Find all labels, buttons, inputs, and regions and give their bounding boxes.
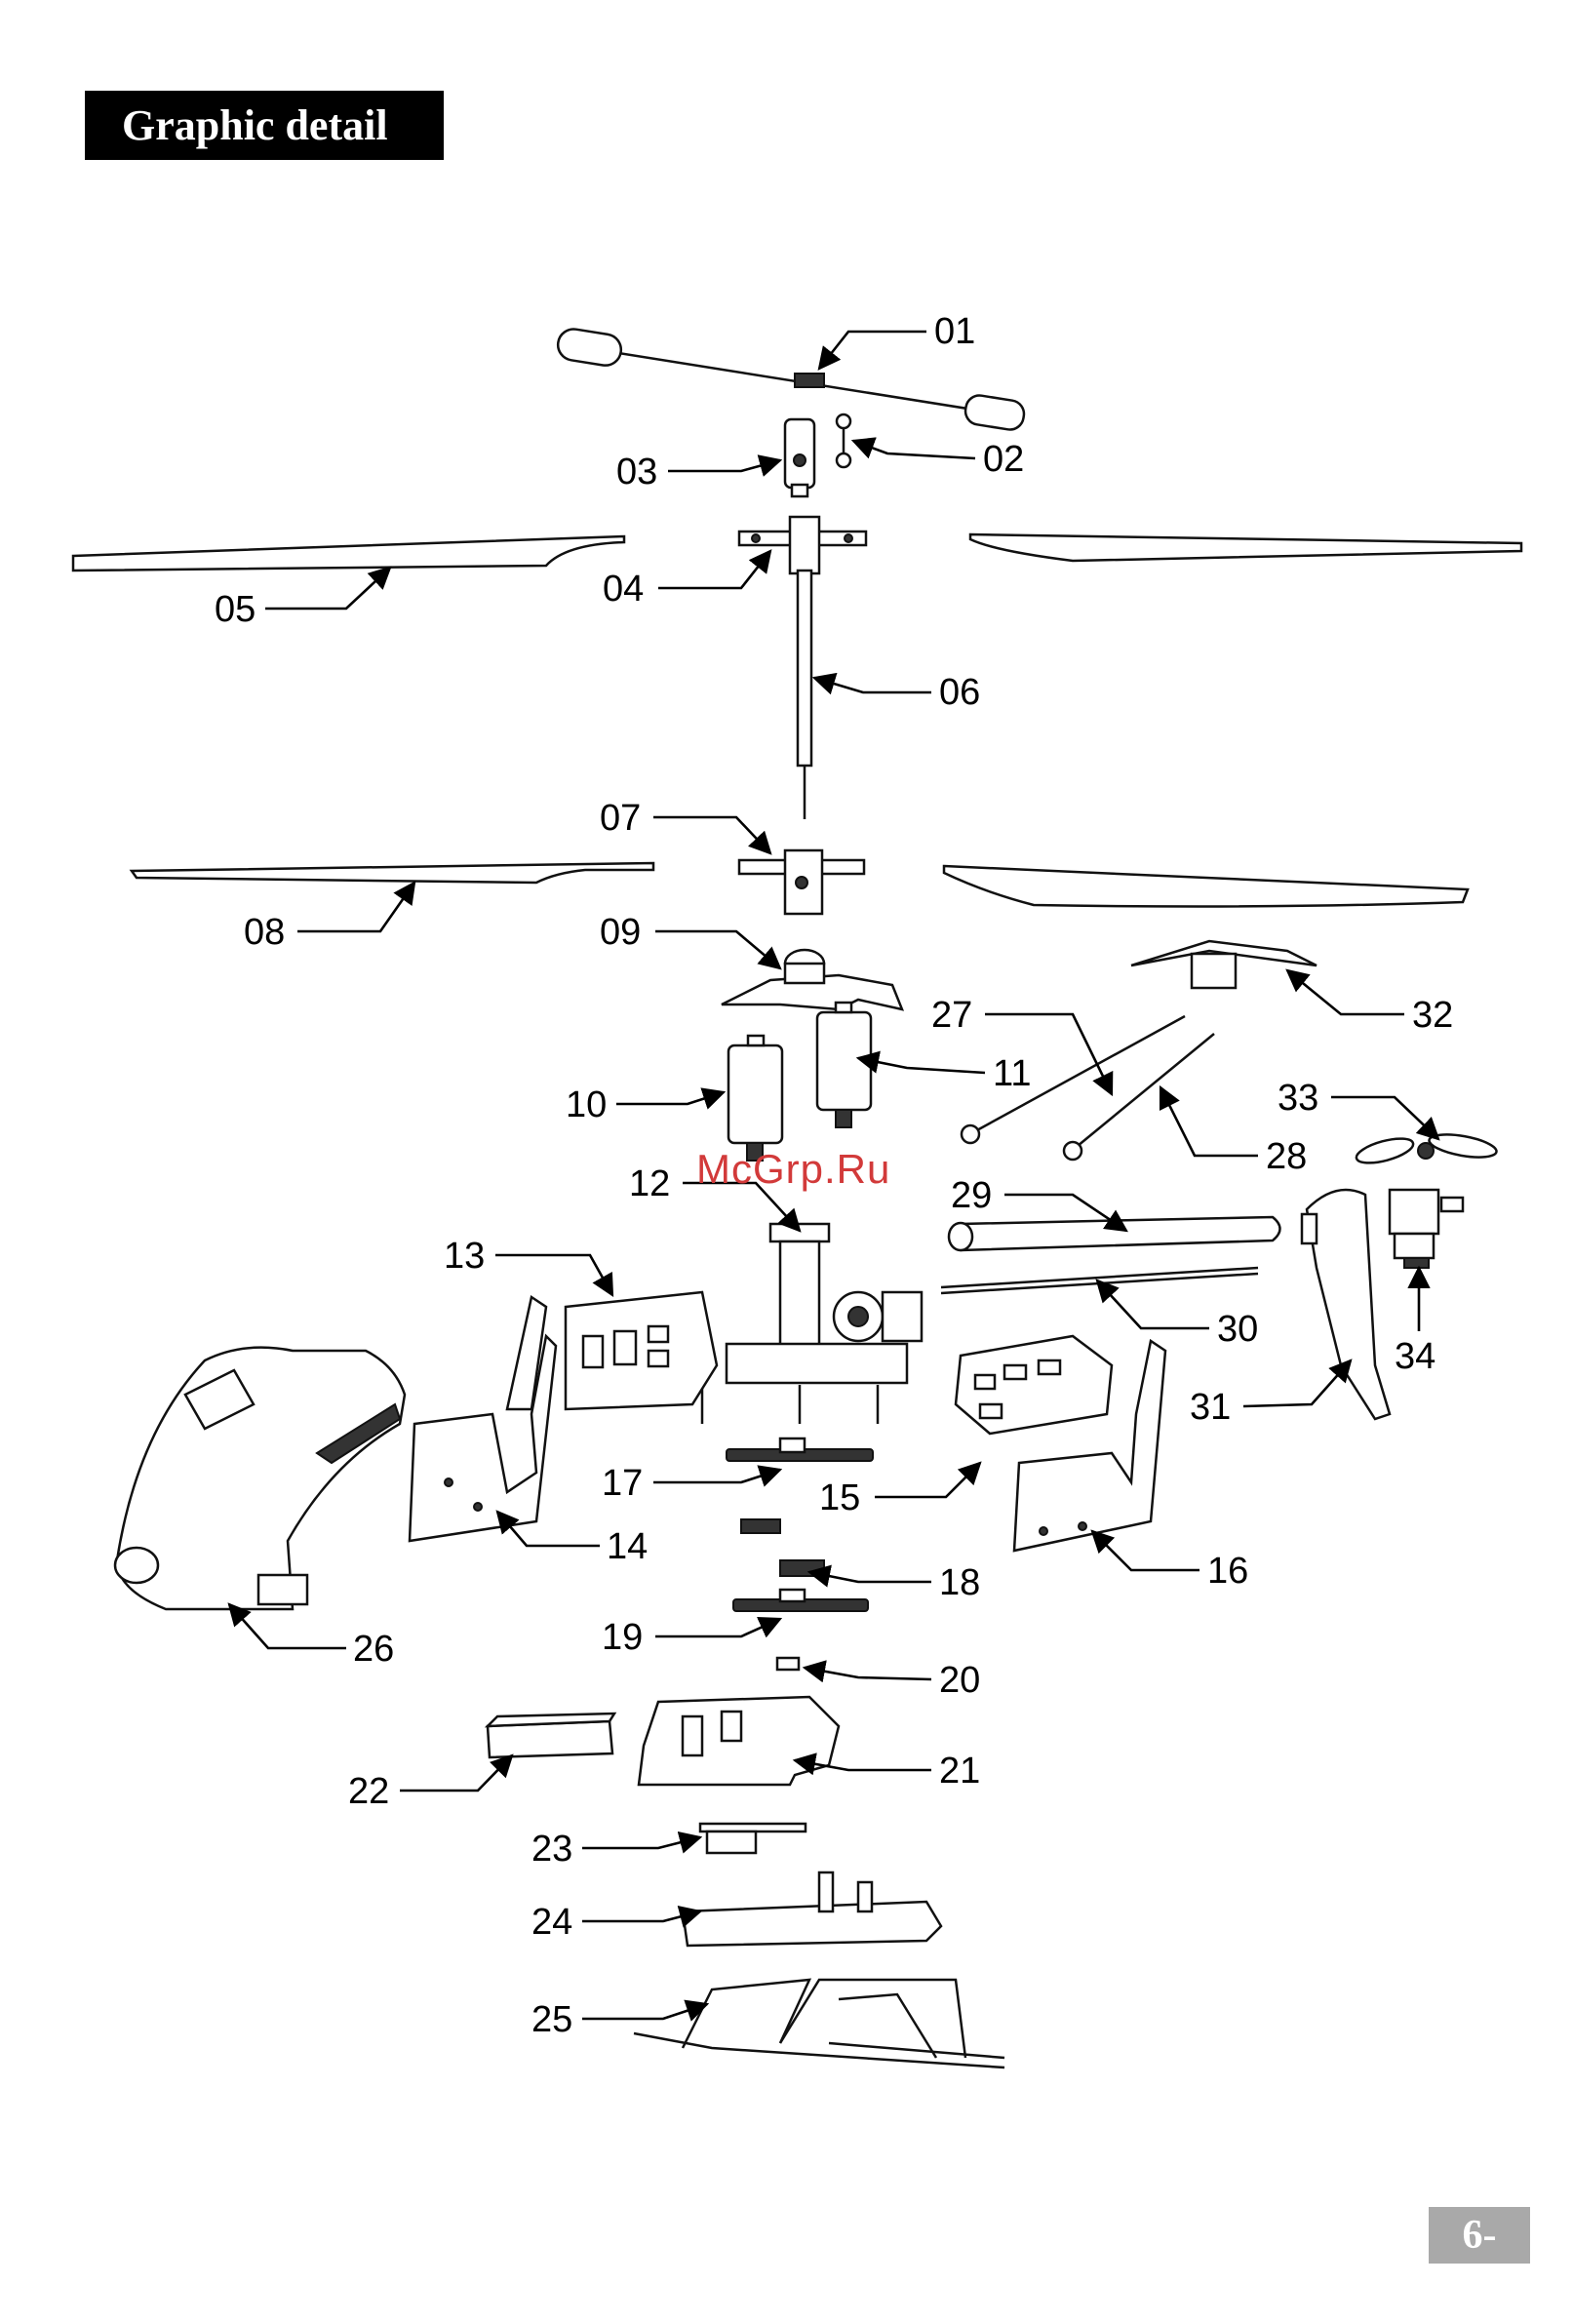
label-34: 34 bbox=[1395, 1336, 1435, 1377]
part-31-tail-fin bbox=[1302, 1190, 1390, 1419]
label-20: 20 bbox=[939, 1660, 980, 1701]
label-15: 15 bbox=[819, 1477, 860, 1518]
part-32-horizontal-stabilizer bbox=[1131, 941, 1317, 988]
part-26-canopy bbox=[115, 1348, 405, 1609]
label-26: 26 bbox=[353, 1629, 394, 1670]
part-24-bottom-plate bbox=[683, 1872, 941, 1946]
label-16: 16 bbox=[1207, 1551, 1248, 1592]
label-32: 32 bbox=[1412, 995, 1453, 1036]
label-11: 11 bbox=[993, 1053, 1031, 1094]
part-19-gear bbox=[733, 1590, 868, 1611]
label-23: 23 bbox=[531, 1829, 572, 1870]
label-29: 29 bbox=[951, 1175, 992, 1216]
part-28-tail-support bbox=[1064, 1034, 1214, 1160]
label-25: 25 bbox=[531, 1999, 572, 2040]
part-25-landing-skid bbox=[634, 1980, 1004, 2068]
label-31: 31 bbox=[1190, 1387, 1231, 1428]
part-06-main-shaft bbox=[798, 571, 811, 819]
label-22: 22 bbox=[348, 1771, 389, 1812]
part-10-motor bbox=[728, 1036, 782, 1161]
part-09-swashplate bbox=[722, 950, 902, 1009]
label-12: 12 bbox=[629, 1163, 670, 1204]
label-30: 30 bbox=[1217, 1309, 1258, 1350]
label-21: 21 bbox=[939, 1751, 980, 1792]
part-20-clip bbox=[777, 1658, 799, 1670]
label-24: 24 bbox=[531, 1902, 572, 1943]
label-27: 27 bbox=[931, 995, 972, 1036]
label-10: 10 bbox=[566, 1084, 607, 1125]
part-22-battery bbox=[488, 1713, 614, 1757]
label-05: 05 bbox=[215, 589, 256, 630]
page-number: 6- bbox=[1429, 2207, 1530, 2264]
part-12-main-frame bbox=[702, 1224, 922, 1424]
label-07: 07 bbox=[600, 798, 641, 839]
label-09: 09 bbox=[600, 912, 641, 953]
part-23-circuit-board bbox=[700, 1824, 806, 1853]
label-33: 33 bbox=[1278, 1078, 1318, 1119]
label-03: 03 bbox=[616, 452, 657, 492]
part-17-gear bbox=[727, 1438, 873, 1461]
label-06: 06 bbox=[939, 672, 980, 713]
label-08: 08 bbox=[244, 912, 285, 953]
part-18-gear bbox=[741, 1519, 824, 1576]
part-07-lower-blade-grip bbox=[739, 850, 864, 914]
label-17: 17 bbox=[602, 1463, 643, 1504]
label-18: 18 bbox=[939, 1562, 980, 1603]
part-21-lower-body bbox=[639, 1697, 839, 1785]
label-19: 19 bbox=[602, 1617, 643, 1658]
label-14: 14 bbox=[607, 1526, 648, 1567]
part-34-tail-motor bbox=[1390, 1190, 1463, 1268]
part-33-tail-rotor bbox=[1354, 1130, 1498, 1167]
label-01: 01 bbox=[934, 311, 975, 352]
label-02: 02 bbox=[983, 439, 1024, 480]
part-15-side-plate bbox=[956, 1336, 1112, 1434]
part-30-tail-rod bbox=[941, 1268, 1258, 1293]
part-03-rotor-head bbox=[785, 419, 814, 496]
watermark-text: McGrp.Ru bbox=[696, 1146, 890, 1193]
label-04: 04 bbox=[603, 569, 644, 610]
part-11-motor bbox=[817, 1003, 871, 1127]
label-28: 28 bbox=[1266, 1136, 1307, 1177]
part-02-link bbox=[837, 414, 850, 467]
label-13: 13 bbox=[444, 1236, 485, 1277]
